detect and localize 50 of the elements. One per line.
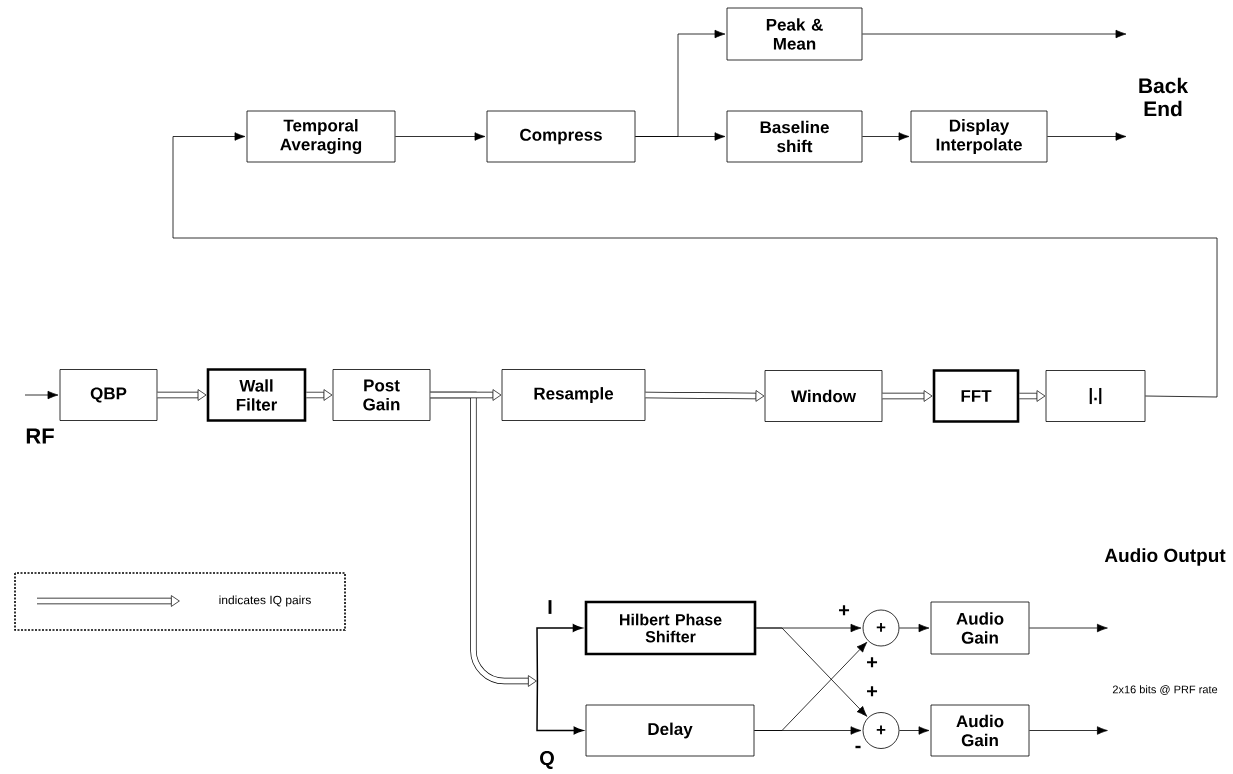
double-arrow <box>430 389 502 401</box>
process-box: Wall Filter <box>206 368 307 422</box>
arrow <box>635 132 726 141</box>
double-arrow <box>882 390 933 402</box>
process-box: Compress <box>486 110 636 163</box>
process-box: Delay <box>585 704 755 757</box>
output-label: Back End <box>1139 77 1189 117</box>
text-label: I <box>548 600 552 614</box>
sign-label: + <box>839 605 850 616</box>
text-label: Audio Output <box>1104 548 1226 566</box>
process-box: Audio Gain <box>930 704 1030 757</box>
summing-junction: + <box>862 712 900 749</box>
arrow <box>395 132 486 141</box>
legend-text: indicates IQ pairs <box>219 595 311 607</box>
text-label: 2x16 bits @ PRF rate <box>1112 685 1218 695</box>
sign-label: - <box>855 745 861 749</box>
double-arrow <box>645 390 765 402</box>
sign-label: + <box>867 657 878 668</box>
arrow <box>536 680 584 735</box>
process-box: Temporal Averaging <box>246 110 396 163</box>
arrow <box>862 132 910 141</box>
summing-junction: + <box>862 609 900 647</box>
process-box: Baseline shift <box>726 110 863 163</box>
arrow <box>755 627 868 717</box>
sign-label: + <box>867 686 878 697</box>
process-box: Post Gain <box>332 369 431 421</box>
arrow <box>1029 726 1108 735</box>
text-label: RF <box>26 428 54 444</box>
process-box: Hilbert Phase Shifter <box>584 600 757 656</box>
process-box: FFT <box>932 369 1020 423</box>
arrow <box>24 390 59 400</box>
process-box: Window <box>764 370 883 422</box>
arrow <box>1029 623 1108 633</box>
process-box: |.| <box>1045 370 1146 422</box>
arrow <box>754 726 862 735</box>
process-box: Display Interpolate <box>910 110 1048 163</box>
arrow <box>899 623 930 633</box>
process-box: QBP <box>59 369 158 421</box>
process-box: Peak & Mean <box>726 7 863 61</box>
double-arrow <box>157 389 207 401</box>
arrow <box>1047 132 1127 141</box>
process-box: Resample <box>501 369 646 421</box>
double-arrow <box>1019 390 1046 402</box>
arrow <box>862 29 1127 39</box>
process-box: Audio Gain <box>930 601 1030 655</box>
double-arrow <box>306 389 333 401</box>
text-label: Q <box>540 751 554 769</box>
arrow <box>899 726 930 735</box>
arrow <box>536 624 583 682</box>
arrow <box>172 132 1218 398</box>
